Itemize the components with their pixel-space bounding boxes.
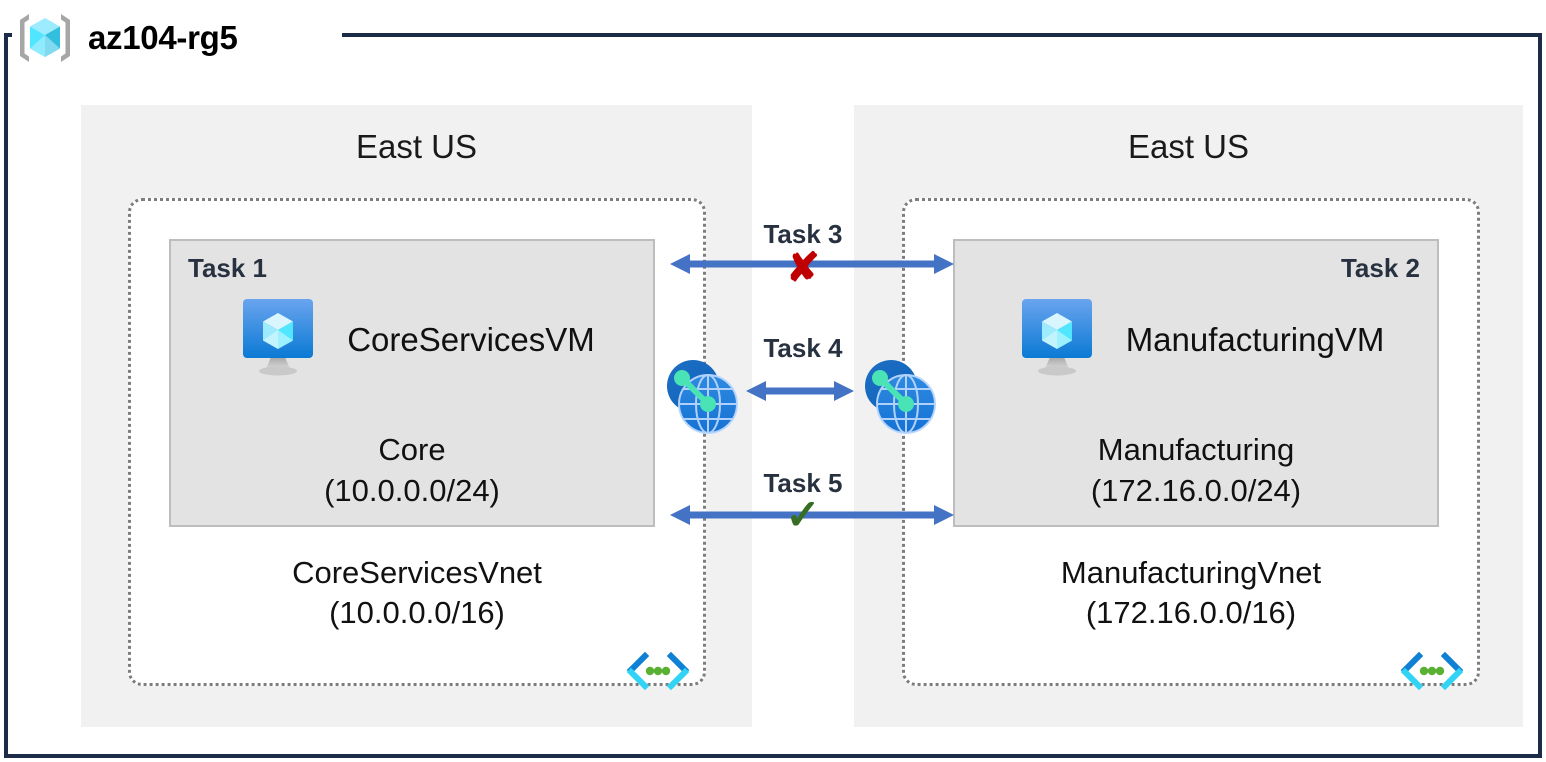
region-panel-left: East US Task 1 (81, 105, 752, 727)
task-tag-2: Task 2 (1340, 253, 1420, 283)
vnet-manufacturing: Task 2 (902, 198, 1480, 691)
vnet-coreservices: Task 1 (128, 198, 706, 691)
task-label-5: Task 5 (763, 468, 843, 498)
connection-arrow-task3 (666, 250, 958, 283)
subnet-name-manufacturing: Manufacturing (1097, 432, 1295, 467)
subnet-manufacturing: Task 2 (953, 239, 1439, 527)
vm-row-manufacturing: ManufacturingVM (955, 297, 1443, 379)
task-label-3: Task 3 (763, 219, 843, 249)
vm-name-coreservices: CoreServicesVM (347, 321, 595, 358)
region-panel-right: East US Task 2 (854, 105, 1523, 727)
virtual-machine-icon (1020, 297, 1112, 379)
vm-row-core: CoreServicesVM (171, 297, 659, 379)
allowed-check-icon: ✓ (785, 491, 821, 538)
task-tag-1: Task 1 (188, 253, 268, 283)
region-label-left: East US (355, 128, 478, 165)
vnet-name-coreservices: CoreServicesVnet (292, 555, 542, 590)
vnet-cidr-coreservices: (10.0.0.0/16) (329, 595, 505, 630)
subnet-label-core: Core (10.0.0.0/24) (171, 429, 653, 511)
resource-group-name: az104-rg5 (88, 19, 238, 56)
vnet-icon-right (1399, 651, 1465, 699)
vnet-label-manufacturing: ManufacturingVnet (172.16.0.0/16) (905, 553, 1477, 633)
subnet-cidr-core: (10.0.0.0/24) (324, 473, 500, 508)
subnet-label-manufacturing: Manufacturing (172.16.0.0/24) (955, 429, 1437, 511)
subnet-name-core: Core (378, 432, 446, 467)
vm-name-manufacturing: ManufacturingVM (1125, 321, 1385, 358)
vnet-name-manufacturing: ManufacturingVnet (1060, 555, 1322, 590)
resource-group-header: az104-rg5 (14, 8, 238, 68)
connection-arrow-task5 (666, 501, 958, 534)
vnet-label-coreservices: CoreServicesVnet (10.0.0.0/16) (131, 553, 703, 633)
region-label-right: East US (1127, 128, 1250, 165)
vnet-cidr-manufacturing: (172.16.0.0/16) (1085, 595, 1297, 630)
subnet-cidr-manufacturing: (172.16.0.0/24) (1090, 473, 1302, 508)
resource-group-frame (4, 33, 1542, 758)
task-label-4: Task 4 (763, 333, 843, 363)
vnet-peering-icon (858, 356, 942, 438)
vnet-icon-left (625, 651, 691, 699)
subnet-core: Task 1 (169, 239, 655, 527)
resource-group-cube-icon (14, 10, 76, 66)
vnet-peering-icon (660, 356, 744, 438)
connection-arrow-task4 (742, 377, 858, 410)
blocked-x-icon: ✘ (786, 246, 820, 290)
virtual-machine-icon (241, 297, 333, 379)
